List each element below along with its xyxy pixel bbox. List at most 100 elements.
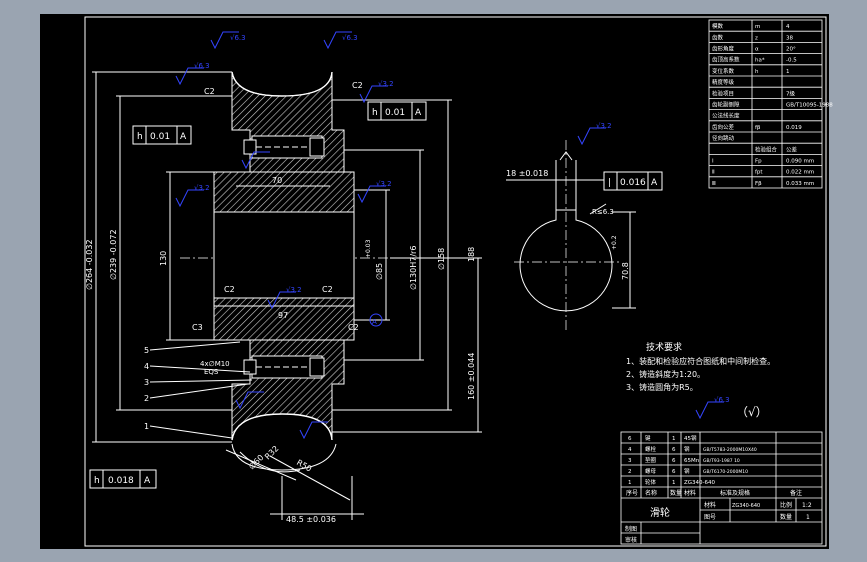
param-cell: 齿顶高系数 xyxy=(712,56,740,64)
param-cell: Ⅱ xyxy=(712,170,715,176)
parameter-table xyxy=(708,19,823,189)
scale-value: 1:2 xyxy=(802,502,812,509)
param-cell: 4 xyxy=(786,24,790,30)
dim-48-5: 48.5 ±0.036 xyxy=(286,515,336,524)
param-cell: 齿轮副侧隙 xyxy=(712,100,740,108)
parts-cell: GB/T6170-2000M10 xyxy=(703,469,748,475)
parts-header-remark: 备注 xyxy=(790,489,802,497)
balloon-1: 1 xyxy=(144,422,149,431)
chamfer-c2-a: C2 xyxy=(204,87,215,96)
tol1-value: 0.01 xyxy=(150,132,170,142)
tol4-symbol: h xyxy=(94,476,100,486)
parts-cell: 螺栓 xyxy=(645,445,657,453)
qty-label: 数量 xyxy=(780,513,792,521)
wheel-section-view xyxy=(92,71,482,520)
parts-cell: 6 xyxy=(672,469,676,475)
param-cell: Ⅲ xyxy=(712,181,716,187)
param-cell: 变位系数 xyxy=(712,67,735,75)
parts-header-no: 序号 xyxy=(626,489,638,497)
dim-188: 188 xyxy=(467,247,476,262)
param-cell: z xyxy=(755,35,758,41)
sheet-background xyxy=(40,14,829,549)
rough-general: √6.3 xyxy=(714,396,730,404)
notes-heading: 技术要求 xyxy=(646,341,682,353)
param-cell: 公法线长度 xyxy=(712,112,740,120)
parts-cell: 钢 xyxy=(684,467,690,475)
param-cell: 径向跳动 xyxy=(712,134,735,142)
parts-cell: 6 xyxy=(672,447,676,453)
rough-bore-left: √3.2 xyxy=(194,184,210,192)
parts-cell: 轮体 xyxy=(645,478,657,486)
dim-d85-tol: +0.03 xyxy=(365,239,372,258)
chamfer-c2-c: C2 xyxy=(224,285,235,294)
dim-r6-3: R≤6.3 xyxy=(592,208,614,216)
parts-header-qty: 数量 xyxy=(670,489,682,497)
scale-label: 比例 xyxy=(780,501,792,509)
dim-160: 160 ±0.044 xyxy=(467,353,476,400)
material-value: ZG340-640 xyxy=(732,503,760,509)
parts-header-std: 标准及规格 xyxy=(720,489,750,497)
param-cell: 齿数 xyxy=(712,33,724,41)
drawn-label: 制图 xyxy=(625,525,637,533)
param-cell: 0.019 xyxy=(786,125,802,131)
param-cell: 0.033 mm xyxy=(786,181,814,187)
parts-cell: 1 xyxy=(672,480,676,486)
drawing-title: 滑轮 xyxy=(650,506,670,519)
parts-list xyxy=(620,431,823,545)
parts-cell: GB/T93-1987 10 xyxy=(703,458,740,464)
dim-4xm10: 4x∅M10 xyxy=(200,360,230,368)
parts-cell: 1 xyxy=(672,436,676,442)
rough-mid-right: √3.2 xyxy=(378,80,394,88)
param-cell: h xyxy=(755,69,759,75)
param-cell: Fp xyxy=(755,158,762,164)
tol2-datum: A xyxy=(415,108,422,118)
parts-cell: 4 xyxy=(628,447,632,453)
keyway-view xyxy=(506,140,636,330)
note-line-3: 3、铸造圆角为R5。 xyxy=(626,382,698,392)
dim-d264: ∅264 -0.032 xyxy=(85,239,94,290)
roughness-symbols xyxy=(175,31,724,440)
rough-top-left: √6.3 xyxy=(230,34,246,42)
tol4-value: 0.018 xyxy=(108,476,134,486)
bolt-top xyxy=(243,135,325,159)
param-cell: 齿向公差 xyxy=(712,123,735,131)
balloon-2: 2 xyxy=(144,394,149,403)
param-cell: 38 xyxy=(786,35,793,41)
parts-cell: 钢 xyxy=(684,445,690,453)
chamfer-c2-d: C2 xyxy=(322,285,333,294)
datum-a: A xyxy=(372,318,377,326)
dim-d130h7: ∅130H7/r6 xyxy=(409,246,418,290)
dim-d85: ∅85 xyxy=(375,263,384,280)
rough-key-right: √3.2 xyxy=(596,122,612,130)
param-cell: ha* xyxy=(755,58,765,64)
checked-label: 审核 xyxy=(625,536,637,544)
tol3-symbol: | xyxy=(608,178,611,188)
param-cell: Ⅰ xyxy=(712,158,714,164)
tol1-datum: A xyxy=(180,132,187,142)
rough-bottom-mid: √3.2 xyxy=(286,286,302,294)
dim-70: 70 xyxy=(272,176,282,185)
rough-top-right: √6.3 xyxy=(342,34,358,42)
parts-cell: 垫圈 xyxy=(645,456,657,464)
parts-cell: 65Mn xyxy=(684,458,700,464)
parts-cell: 3 xyxy=(628,458,632,464)
tolerance-frame-2 xyxy=(367,101,427,121)
rough-upper-left: √6.3 xyxy=(194,62,210,70)
dim-70-8-tol: +0.2 xyxy=(611,235,618,250)
parts-header-name: 名称 xyxy=(645,489,657,497)
parts-cell: 6 xyxy=(672,458,676,464)
parts-cell: 2 xyxy=(628,469,632,475)
chamfer-c2-b: C2 xyxy=(352,81,363,90)
tolerance-frame-1 xyxy=(132,125,192,145)
param-cell: 检验项目 xyxy=(712,89,734,97)
param-cell: 齿形角度 xyxy=(712,44,735,52)
tol2-value: 0.01 xyxy=(385,108,405,118)
param-cell: fβ xyxy=(755,125,761,131)
dim-97: 97 xyxy=(278,311,288,320)
param-cell: 1 xyxy=(786,69,790,75)
param-cell: 模数 xyxy=(712,22,724,30)
balloon-5: 5 xyxy=(144,346,149,355)
note-line-2: 2、铸造斜度为1:20。 xyxy=(626,369,705,379)
dim-130: 130 xyxy=(159,251,168,266)
